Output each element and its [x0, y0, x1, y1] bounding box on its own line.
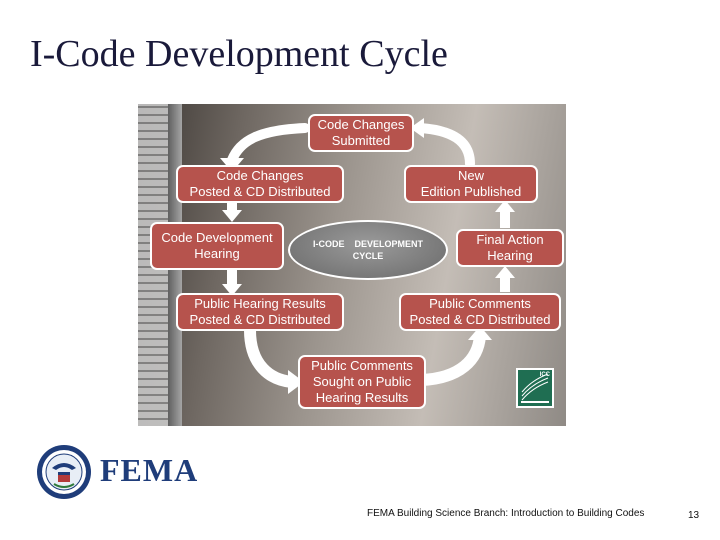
step-code-development-hearing: Code Development Hearing [150, 222, 284, 270]
icc-logo: ICC [516, 368, 554, 408]
arrow-submitted-to-posted [227, 123, 310, 165]
step-code-changes-submitted: Code Changes Submitted [308, 114, 414, 152]
footer-text: FEMA Building Science Branch: Introducti… [367, 508, 645, 519]
slide-title: I-Code Development Cycle [30, 33, 448, 75]
step-new-edition-published: New Edition Published [404, 165, 538, 203]
step-label: Public Comments Sought on Public Hearing… [311, 358, 413, 405]
step-public-comments-posted: Public Comments Posted & CD Distributed [399, 293, 561, 331]
dhs-seal-icon [36, 444, 92, 500]
step-label: Final Action Hearing [476, 232, 544, 263]
fema-logo-text: FEMA [100, 452, 199, 488]
step-label: Code Changes Submitted [317, 117, 405, 148]
step-final-action-hearing: Final Action Hearing [456, 229, 564, 267]
step-label: Code Changes Posted & CD Distributed [189, 168, 331, 199]
arrowhead-6 [495, 266, 515, 278]
arrowhead-4 [288, 370, 304, 394]
arrowhead-3 [222, 284, 242, 296]
step-public-hearing-results: Public Hearing Results Posted & CD Distr… [176, 293, 344, 331]
center-label-3: CYCLE [352, 251, 384, 261]
arrowhead-2 [222, 210, 242, 222]
arrow-edition-to-submitted [415, 123, 475, 169]
step-label: New Edition Published [420, 168, 522, 199]
arrow-results-to-sought [244, 324, 298, 388]
cycle-center: I-CODE DEVELOPMENT CYCLE [288, 220, 448, 280]
arrowhead-7 [495, 200, 515, 212]
step-label: Code Development Hearing [161, 230, 273, 261]
step-public-comments-sought: Public Comments Sought on Public Hearing… [298, 355, 426, 409]
step-label: Public Comments Posted & CD Distributed [409, 296, 551, 327]
arrow-sought-to-comments [416, 330, 486, 386]
center-label-2: DEVELOPMENT [354, 239, 423, 249]
step-label: Public Hearing Results Posted & CD Distr… [189, 296, 331, 327]
center-label-1: I-CODE [312, 239, 345, 249]
arrowhead-5 [468, 326, 492, 340]
step-code-changes-posted: Code Changes Posted & CD Distributed [176, 165, 344, 203]
page-number: 13 [688, 510, 700, 521]
arrowhead-8 [410, 118, 424, 138]
